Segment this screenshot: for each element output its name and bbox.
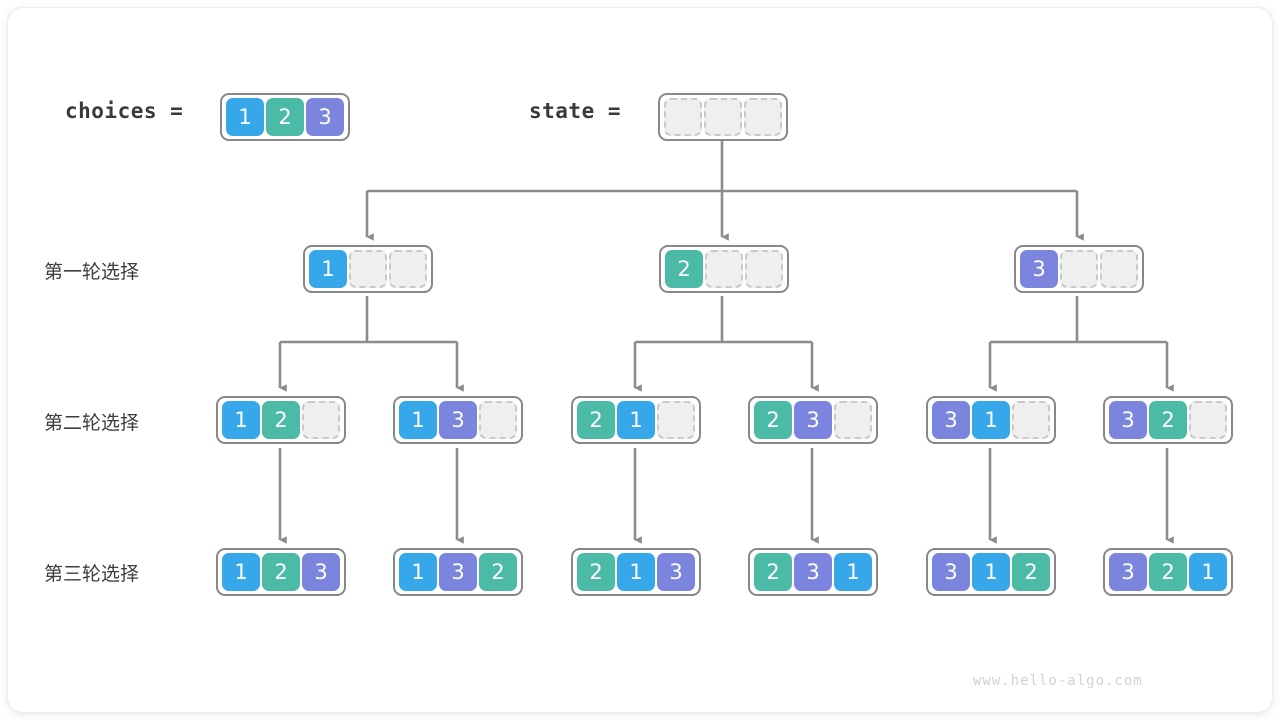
node-r1-n3-cell-empty — [1100, 250, 1138, 288]
node-r2-n6-cell-empty — [1189, 401, 1227, 439]
node-r3-n1-cell-2: 2 — [262, 553, 300, 591]
state-cell-empty — [664, 98, 702, 136]
node-r1-n1-cell-empty — [389, 250, 427, 288]
node-r3-n6-cell-2: 2 — [1149, 553, 1187, 591]
choices-label: choices = — [65, 99, 184, 123]
watermark: www.hello-algo.com — [973, 673, 1143, 689]
state-array — [658, 93, 788, 141]
node-r2-n3-cell-1: 1 — [617, 401, 655, 439]
node-r2-n5-cell-3: 3 — [932, 401, 970, 439]
node-r2-n5-cell-empty — [1012, 401, 1050, 439]
node-r2-n4-cell-empty — [834, 401, 872, 439]
node-r3-n2-cell-1: 1 — [399, 553, 437, 591]
node-r3-n4-cell-1: 1 — [834, 553, 872, 591]
node-r3-n4-cell-2: 2 — [754, 553, 792, 591]
node-r3-n6-cell-3: 3 — [1109, 553, 1147, 591]
node-r1-n2-cell-empty — [705, 250, 743, 288]
node-r3-n5-cell-1: 1 — [972, 553, 1010, 591]
state-label: state = — [529, 99, 622, 123]
node-r2-n2-cell-1: 1 — [399, 401, 437, 439]
row-label-round-2: 第二轮选择 — [44, 412, 140, 434]
node-r2-n1-cell-2: 2 — [262, 401, 300, 439]
node-r1-n2-cell-empty — [745, 250, 783, 288]
state-node-r1-n3: 3 — [1014, 245, 1144, 293]
node-r1-n2-cell-2: 2 — [665, 250, 703, 288]
node-r1-n1-cell-1: 1 — [309, 250, 347, 288]
node-r3-n4-cell-3: 3 — [794, 553, 832, 591]
node-r1-n1-cell-empty — [349, 250, 387, 288]
node-r3-n1-cell-3: 3 — [302, 553, 340, 591]
node-r3-n1-cell-1: 1 — [222, 553, 260, 591]
node-r3-n5-cell-3: 3 — [932, 553, 970, 591]
choices-cell-1: 1 — [226, 98, 264, 136]
choices-cell-3: 3 — [306, 98, 344, 136]
row-label-round-3: 第三轮选择 — [44, 563, 140, 585]
node-r3-n6-cell-1: 1 — [1189, 553, 1227, 591]
state-cell-empty — [704, 98, 742, 136]
tree-connectors — [278, 135, 1174, 544]
node-r1-n3-cell-3: 3 — [1020, 250, 1058, 288]
node-r3-n2-cell-2: 2 — [479, 553, 517, 591]
choices-cell-2: 2 — [266, 98, 304, 136]
node-r2-n3-cell-2: 2 — [577, 401, 615, 439]
state-cell-empty — [744, 98, 782, 136]
node-r3-n5-cell-2: 2 — [1012, 553, 1050, 591]
node-r2-n1-cell-empty — [302, 401, 340, 439]
node-r1-n3-cell-empty — [1060, 250, 1098, 288]
node-r3-n3-cell-1: 1 — [617, 553, 655, 591]
node-r2-n3-cell-empty — [657, 401, 695, 439]
node-r2-n2-cell-empty — [479, 401, 517, 439]
node-r2-n4-cell-3: 3 — [794, 401, 832, 439]
row-label-round-1: 第一轮选择 — [44, 261, 140, 283]
node-r2-n4-cell-2: 2 — [754, 401, 792, 439]
state-node-r1-n2: 2 — [659, 245, 789, 293]
node-r2-n6-cell-3: 3 — [1109, 401, 1147, 439]
node-r3-n3-cell-3: 3 — [657, 553, 695, 591]
node-r2-n5-cell-1: 1 — [972, 401, 1010, 439]
state-node-r1-n1: 1 — [303, 245, 433, 293]
node-r2-n1-cell-1: 1 — [222, 401, 260, 439]
node-r3-n3-cell-2: 2 — [577, 553, 615, 591]
node-r3-n2-cell-3: 3 — [439, 553, 477, 591]
node-r2-n2-cell-3: 3 — [439, 401, 477, 439]
node-r2-n6-cell-2: 2 — [1149, 401, 1187, 439]
